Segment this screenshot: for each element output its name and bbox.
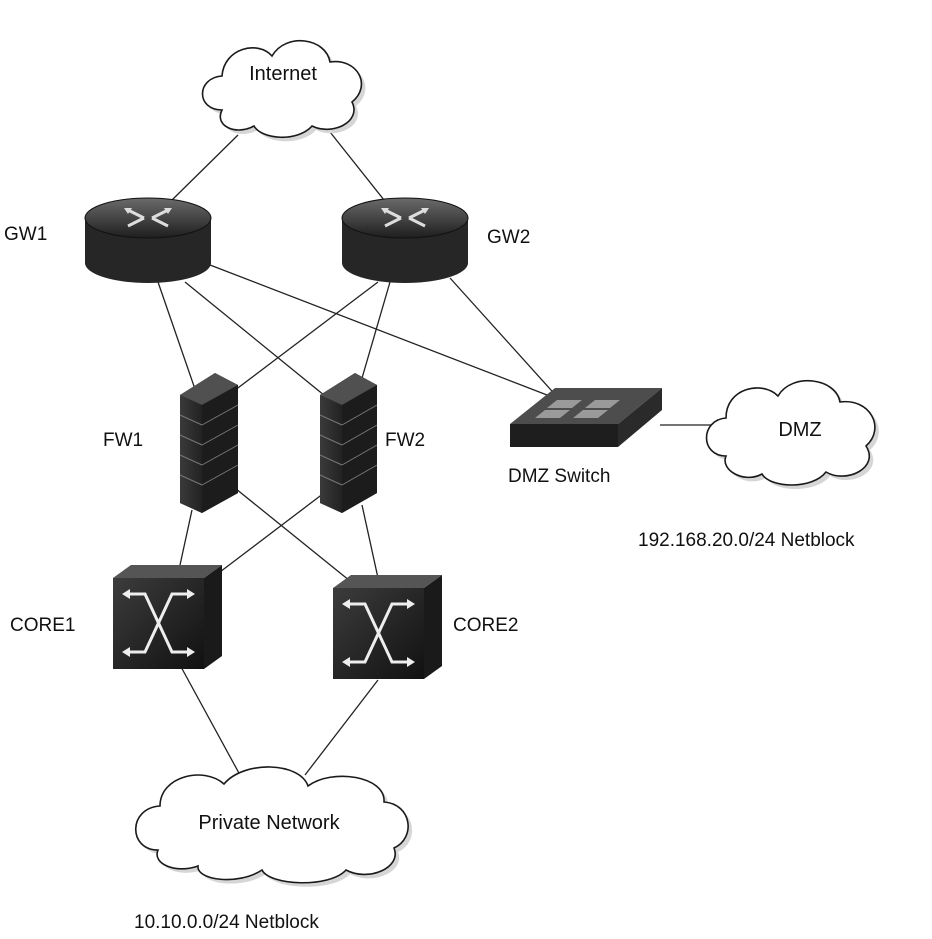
- link-gw1-fw2: [184, 281, 331, 401]
- link-fw2-core1: [211, 489, 329, 579]
- internet-cloud: Internet: [201, 40, 366, 142]
- firewall-icon: [179, 373, 239, 513]
- core-switch-icon: [113, 565, 222, 669]
- gw1-label: GW1: [4, 224, 47, 245]
- gw2-label: GW2: [487, 227, 530, 248]
- gw1-router[interactable]: GW1: [4, 197, 212, 283]
- connection-links: [157, 131, 722, 776]
- private-netblock-label: 10.10.0.0/24 Netblock: [134, 912, 319, 933]
- dmz-cloud: DMZ: [705, 380, 879, 489]
- link-gw2-dmz-switch: [449, 277, 561, 401]
- private-network-cloud: Private Network: [135, 766, 413, 887]
- cloud-icon: [705, 380, 879, 489]
- private-network-label: Private Network: [198, 812, 340, 834]
- core-switch-icon: [333, 575, 442, 679]
- dmz-switch-label: DMZ Switch: [508, 466, 610, 487]
- link-fw1-core2: [224, 479, 356, 586]
- link-gw2-fw1: [221, 281, 379, 401]
- link-core2-private: [304, 679, 379, 776]
- fw1-firewall[interactable]: FW1: [103, 373, 239, 513]
- internet-label: Internet: [249, 63, 317, 85]
- link-gw1-dmz-switch: [209, 264, 561, 401]
- link-internet-gw2: [329, 131, 385, 201]
- firewall-icon: [319, 373, 378, 513]
- switch-icon: [510, 388, 662, 447]
- fw2-label: FW2: [385, 430, 425, 451]
- core2-switch[interactable]: CORE2: [333, 575, 518, 679]
- fw2-firewall[interactable]: FW2: [319, 373, 425, 513]
- link-fw1-core1: [179, 509, 193, 566]
- router-icon: [341, 197, 469, 283]
- gw2-router[interactable]: GW2: [341, 197, 530, 283]
- link-internet-gw1: [171, 134, 239, 201]
- link-core1-private: [179, 664, 241, 776]
- router-icon: [84, 197, 212, 283]
- fw1-label: FW1: [103, 430, 143, 451]
- core1-label: CORE1: [10, 615, 75, 636]
- dmz-label: DMZ: [778, 419, 821, 441]
- dmz-netblock-label: 192.168.20.0/24 Netblock: [638, 530, 855, 551]
- cloud-icon: [135, 766, 413, 887]
- link-gw2-fw2: [359, 281, 391, 386]
- cloud-icon: [201, 40, 366, 142]
- dmz-switch[interactable]: DMZ Switch: [508, 388, 662, 487]
- core2-label: CORE2: [453, 615, 518, 636]
- link-gw1-fw1: [157, 281, 197, 393]
- link-fw2-core2: [361, 504, 379, 579]
- core1-switch[interactable]: CORE1: [10, 565, 222, 669]
